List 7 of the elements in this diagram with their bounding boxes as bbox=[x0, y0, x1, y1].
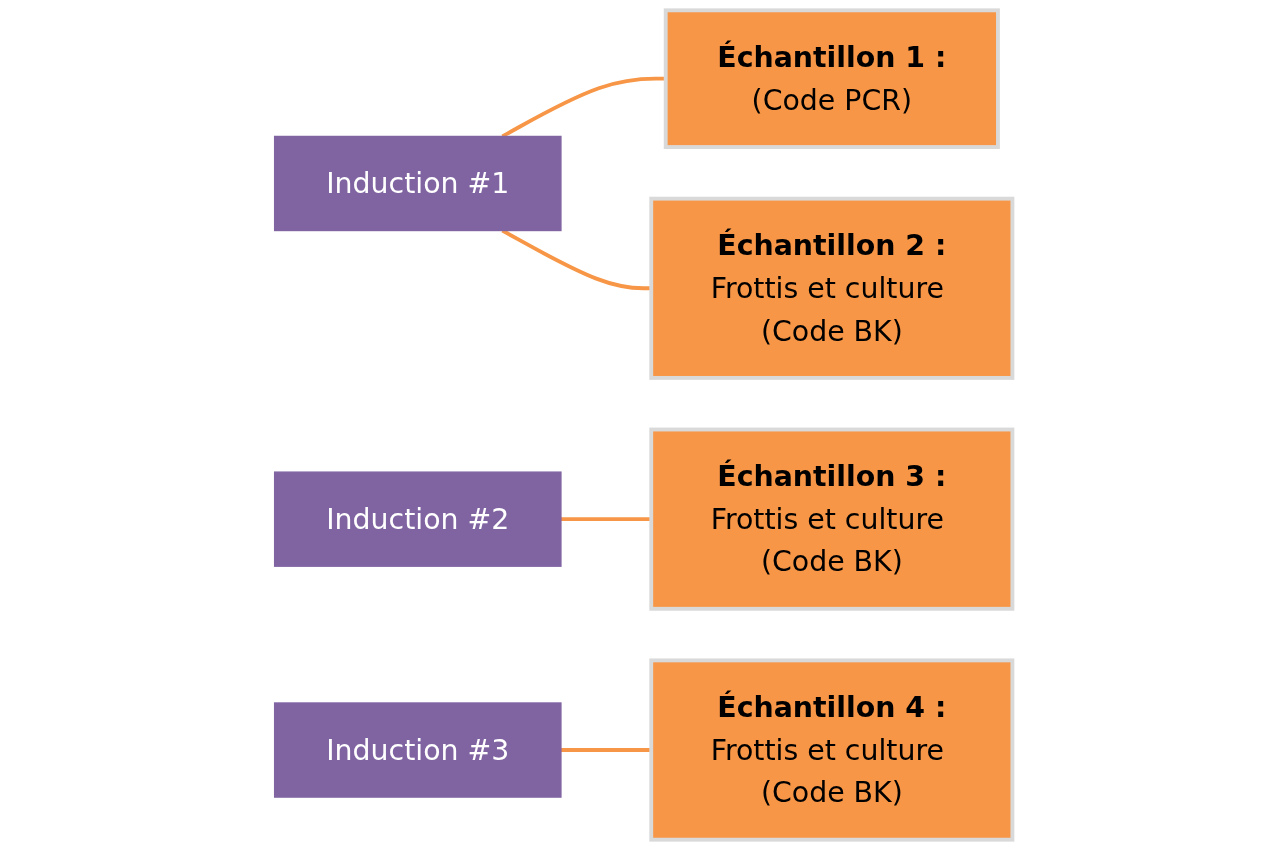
node-box: Induction #3 bbox=[273, 702, 562, 798]
node-box: Induction #2 bbox=[273, 471, 562, 567]
node-box: Échantillon 1 : (Code PCR) bbox=[663, 8, 1000, 149]
node-box: Induction #1 bbox=[273, 135, 562, 232]
node-box: Échantillon 2 : Frottis et culture (Code BK) bbox=[649, 196, 1015, 380]
node-box: Échantillon 3 : Frottis et culture (Code BK) bbox=[649, 427, 1015, 611]
node-box: Échantillon 4 : Frottis et culture (Code BK) bbox=[649, 658, 1015, 842]
